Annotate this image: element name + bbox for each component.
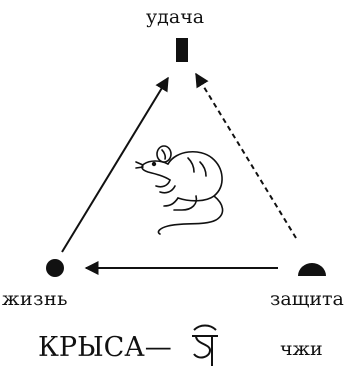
title-word: КРЫСА (38, 332, 145, 363)
label-protection: защита (270, 288, 344, 310)
title-dash: — (144, 332, 172, 363)
circle-symbol-icon (46, 259, 64, 277)
title-row: КРЫСА— чжи (38, 322, 338, 368)
bar-symbol-icon (176, 38, 188, 62)
rat-icon (135, 145, 224, 235)
title-sub: чжи (280, 338, 323, 360)
half-disc-symbol-icon (298, 263, 326, 276)
label-luck: удача (146, 6, 205, 28)
arrow-life-to-luck (61, 76, 169, 253)
tibetan-glyph-icon (192, 324, 218, 366)
label-life: жизнь (2, 288, 69, 310)
title-main: КРЫСА— (38, 334, 172, 361)
arrow-protection-to-luck (195, 72, 297, 239)
